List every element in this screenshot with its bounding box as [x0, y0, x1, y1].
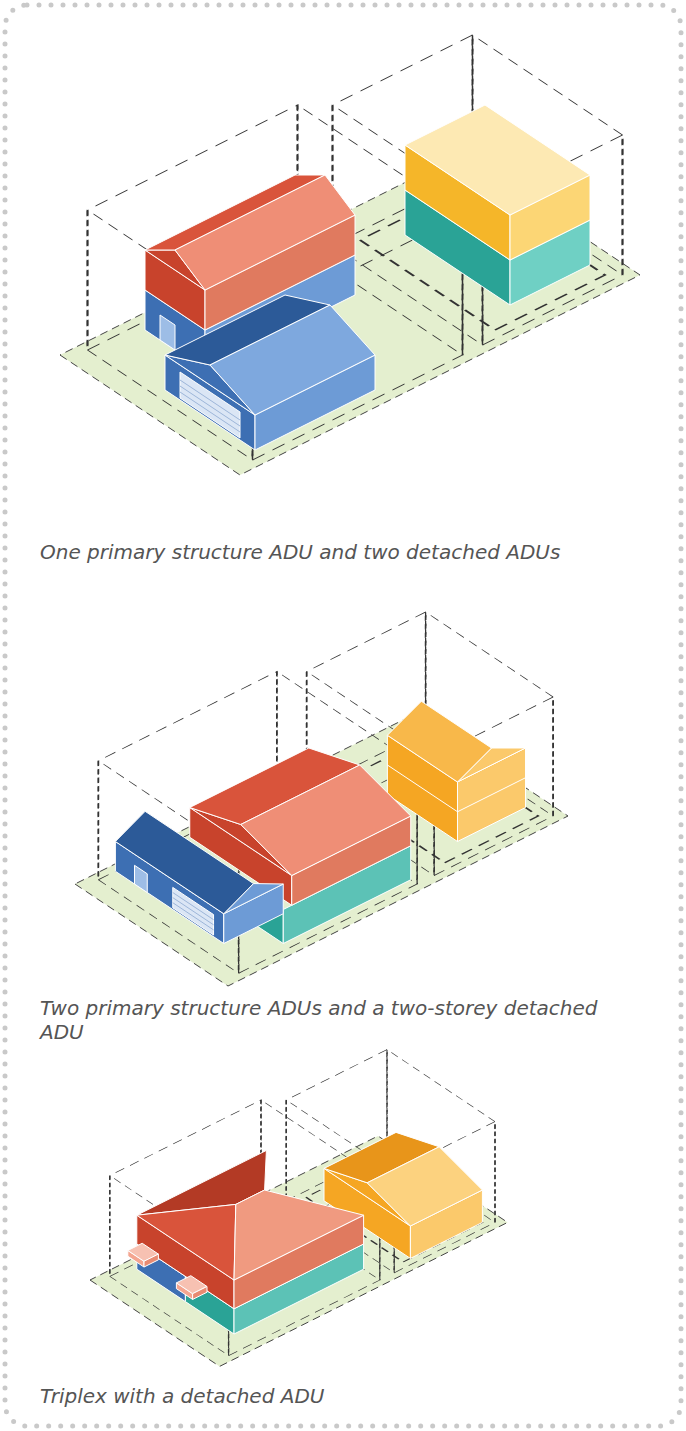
lot [75, 714, 568, 986]
detached-adu [458, 778, 526, 812]
front-wing [135, 865, 148, 892]
detached-adu-stack [405, 105, 590, 215]
primary-house [241, 765, 411, 876]
triplex [128, 1150, 364, 1334]
caption-box: Triplex with a detached ADU [40, 1384, 610, 1408]
balcony [144, 1254, 158, 1267]
lot [60, 155, 640, 475]
caption: Triplex with a detached ADU [40, 1384, 610, 1408]
dotted-frame [5, 5, 681, 1426]
balcony [193, 1286, 207, 1299]
caption: One primary structure ADU and two detach… [40, 540, 610, 564]
height-envelope [88, 35, 623, 460]
balcony [176, 1276, 207, 1300]
caption-box: One primary structure ADU and two detach… [40, 540, 610, 564]
primary-house [175, 175, 355, 290]
primary-house [160, 315, 175, 350]
detached-adu [387, 701, 491, 782]
garage [210, 305, 375, 415]
triplex [137, 1204, 236, 1280]
caption-box: Two primary structure ADUs and a two-sto… [40, 996, 610, 1044]
front-wing [115, 811, 253, 913]
triplex [234, 1190, 364, 1280]
height-envelope [110, 1050, 495, 1356]
garage [165, 295, 375, 450]
height-envelope [98, 612, 553, 973]
lot [90, 1136, 508, 1366]
detached-adu [367, 1147, 482, 1226]
front-wing [173, 903, 214, 930]
lot-scene-one [60, 35, 640, 475]
front-wing [115, 811, 283, 943]
balcony [128, 1243, 159, 1267]
caption: Two primary structure ADUs and a two-sto… [40, 996, 610, 1044]
detached-adu-stack [405, 105, 590, 305]
lot-scene-two [75, 612, 568, 986]
lot-scene-three [90, 1050, 508, 1367]
